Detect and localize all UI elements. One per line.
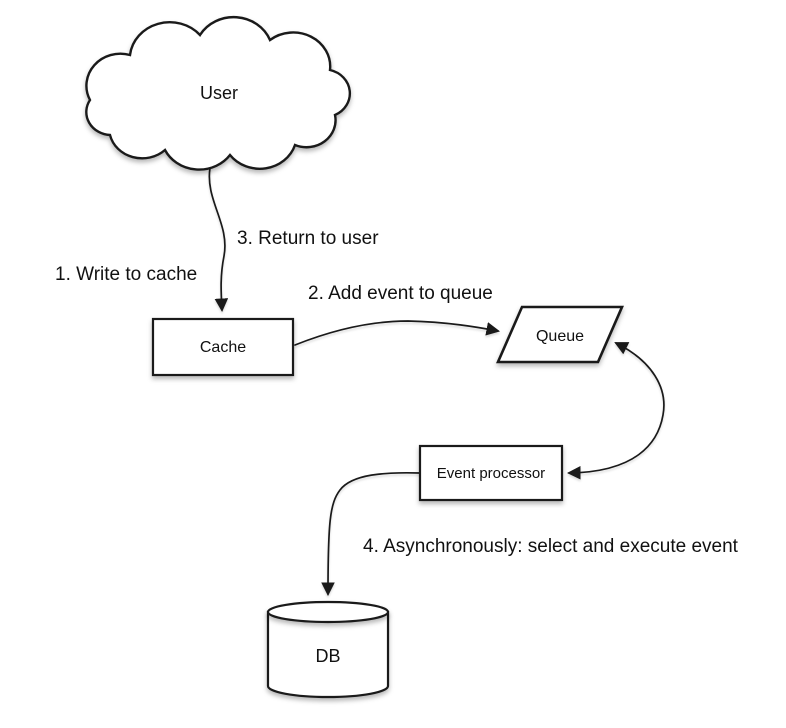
db-cylinder-top: [266, 600, 390, 624]
user-cloud-shape: [85, 15, 352, 171]
cache-label: Cache: [200, 339, 246, 356]
event-processor-to-db-arrow: [321, 471, 421, 597]
cache-to-queue-arrow: [294, 320, 501, 346]
queue-event-processor-arrow: [566, 342, 665, 480]
return-to-user-label: 3. Return to user: [237, 228, 379, 249]
db-cylinder-body: [266, 610, 390, 699]
add-event-to-queue-label: 2. Add event to queue: [308, 283, 493, 304]
db-node: DB: [266, 600, 390, 699]
cache-node: Cache: [151, 317, 295, 377]
edge-group: [208, 167, 665, 597]
queue-node: Queue: [496, 305, 624, 364]
user-node: User: [85, 15, 352, 171]
user-label: User: [200, 83, 238, 103]
event-processor-box: [418, 444, 564, 502]
cache-box: [151, 317, 295, 377]
async-select-execute-label: 4. Asynchronously: select and execute ev…: [363, 536, 739, 557]
event-processor-label: Event processor: [437, 465, 545, 482]
queue-label: Queue: [536, 328, 584, 345]
db-label: DB: [315, 646, 340, 666]
user-to-cache-arrow: [208, 167, 229, 313]
queue-shape: [496, 305, 624, 364]
event-processor-node: Event processor: [418, 444, 564, 502]
write-to-cache-label: 1. Write to cache: [55, 264, 197, 285]
